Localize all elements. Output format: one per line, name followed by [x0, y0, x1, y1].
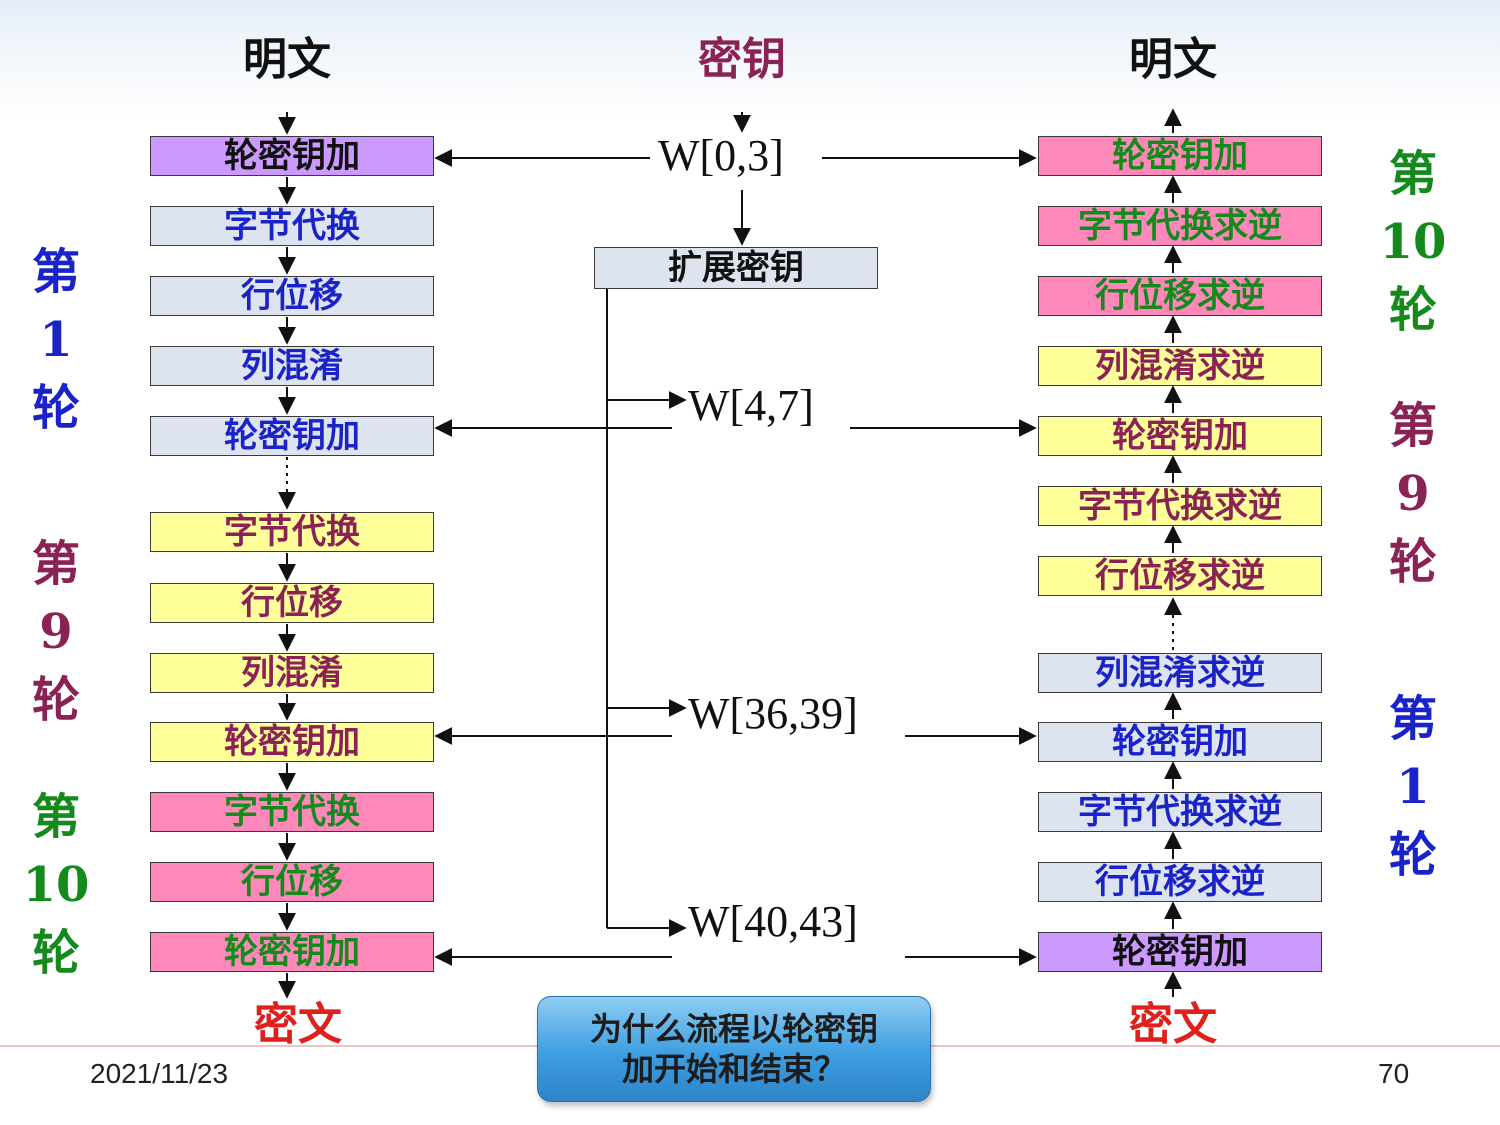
enc-round-key-add: 轮密钥加: [150, 136, 434, 176]
dec-inv-shift-rows: 行位移求逆: [1038, 556, 1322, 596]
enc-round-key-add: 轮密钥加: [150, 416, 434, 456]
key-w4-7: W[4,7]: [688, 381, 814, 430]
key-title: 密钥: [698, 34, 786, 85]
enc-round-key-add: 轮密钥加: [150, 932, 434, 972]
dec-round-key-add: 轮密钥加: [1038, 136, 1322, 176]
footer-page-number: 70: [1378, 1058, 1410, 1089]
enc-sub-bytes: 字节代换: [150, 792, 434, 832]
enc-sub-bytes: 字节代换: [150, 512, 434, 552]
question-callout: 为什么流程以轮密钥 加开始和结束？: [537, 996, 931, 1102]
dec-inv-sub-bytes: 字节代换求逆: [1038, 792, 1322, 832]
enc-mix-columns: 列混淆: [150, 346, 434, 386]
dec-inv-sub-bytes: 字节代换求逆: [1038, 486, 1322, 526]
dec-inv-mix-columns: 列混淆求逆: [1038, 346, 1322, 386]
dec-round-key-add: 轮密钥加: [1038, 932, 1322, 972]
right-plaintext-title: 明文: [1129, 34, 1217, 85]
key-expansion-box: 扩展密钥: [594, 247, 878, 289]
dec-round-key-add: 轮密钥加: [1038, 722, 1322, 762]
dec-inv-shift-rows: 行位移求逆: [1038, 276, 1322, 316]
enc-shift-rows: 行位移: [150, 862, 434, 902]
left-plaintext-title: 明文: [243, 34, 331, 85]
key-w0-3: W[0,3]: [658, 131, 784, 180]
dec-inv-mix-columns: 列混淆求逆: [1038, 653, 1322, 693]
key-w36-39: W[36,39]: [688, 689, 858, 738]
enc-shift-rows: 行位移: [150, 583, 434, 623]
enc-sub-bytes: 字节代换: [150, 206, 434, 246]
dec-inv-shift-rows: 行位移求逆: [1038, 862, 1322, 902]
callout-line-1: 为什么流程以轮密钥: [589, 1010, 878, 1048]
key-w40-43: W[40,43]: [688, 897, 858, 946]
dec-round-key-add: 轮密钥加: [1038, 416, 1322, 456]
callout-line-2: 加开始和结束？: [621, 1050, 846, 1088]
enc-shift-rows: 行位移: [150, 276, 434, 316]
enc-round-key-add: 轮密钥加: [150, 722, 434, 762]
enc-mix-columns: 列混淆: [150, 653, 434, 693]
right-ciphertext-label: 密文: [1129, 999, 1217, 1050]
left-ciphertext-label: 密文: [254, 999, 342, 1050]
dec-inv-sub-bytes: 字节代换求逆: [1038, 206, 1322, 246]
footer-date: 2021/11/23: [90, 1058, 229, 1089]
title-background: [0, 0, 1500, 120]
